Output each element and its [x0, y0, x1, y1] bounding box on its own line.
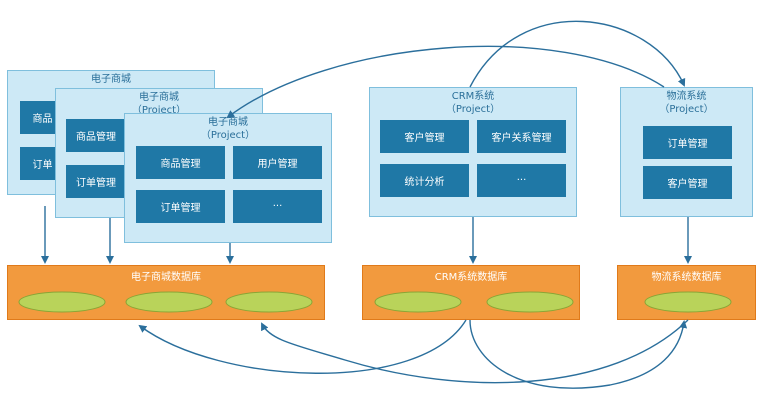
ecommerce-project-front: 电子商城 （Project） 商品管理 用户管理 订单管理 ···: [124, 113, 332, 243]
db-disk: [18, 291, 106, 313]
arrow-logisticsdb-to-crmdb: [261, 319, 689, 384]
ecommerce-front-title: 电子商城 （Project）: [125, 116, 331, 142]
module-users: 用户管理: [233, 146, 322, 179]
db-disk: [486, 291, 574, 313]
curve-arrows: [138, 20, 689, 389]
logistics-db-title: 物流系统数据库: [651, 272, 722, 283]
module-goods: 商品管理: [136, 146, 225, 179]
db-disk: [225, 291, 313, 313]
module-orders-mid: 订单管理: [66, 165, 126, 198]
ecommerce-mid-title: 电子商城 （Project）: [56, 91, 262, 117]
logistics-name: 物流系统: [666, 91, 707, 102]
ecommerce-front-subtitle: （Project）: [200, 130, 256, 141]
db-disks: [18, 291, 732, 313]
module-crm-more: ···: [477, 164, 566, 197]
ecommerce-front-name: 电子商城: [208, 117, 248, 128]
ecommerce-mid-name: 电子商城: [139, 92, 179, 103]
crm-project: CRM系统 （Project） 客户管理 客户关系管理 统计分析 ···: [369, 87, 577, 217]
arrow-crmdb-to-ecommercedb: [138, 319, 467, 374]
crm-db-title: CRM系统数据库: [434, 272, 508, 283]
db-disk: [125, 291, 213, 313]
module-logistics-orders: 订单管理: [643, 126, 732, 159]
ecommerce-back-title: 电子商城: [91, 74, 131, 85]
vertical-arrows: [41, 206, 692, 264]
module-statistics: 统计分析: [380, 164, 469, 197]
logistics-project: 物流系统 （Project） 订单管理 客户管理: [620, 87, 753, 217]
arrow-logistics-to-ecommerce: [226, 45, 665, 119]
module-goods-mid: 商品管理: [66, 119, 126, 152]
module-more: ···: [233, 190, 322, 223]
arrow-ecommercedb-to-logisticsdb: [469, 319, 688, 389]
ecommerce-mid-subtitle: （Project）: [131, 105, 187, 116]
logistics-title: 物流系统 （Project）: [621, 90, 752, 116]
crm-name: CRM系统: [451, 91, 495, 102]
module-orders: 订单管理: [136, 190, 225, 223]
db-disk: [644, 291, 732, 313]
module-customers: 客户管理: [380, 120, 469, 153]
module-logistics-customers: 客户管理: [643, 166, 732, 199]
arrow-crm-to-logistics: [469, 20, 686, 88]
crm-subtitle: （Project）: [445, 104, 501, 115]
module-customer-relations: 客户关系管理: [477, 120, 566, 153]
crm-title: CRM系统 （Project）: [370, 90, 576, 116]
logistics-subtitle: （Project）: [659, 104, 714, 115]
ecommerce-db-title: 电子商城数据库: [131, 272, 201, 283]
db-disk: [374, 291, 462, 313]
